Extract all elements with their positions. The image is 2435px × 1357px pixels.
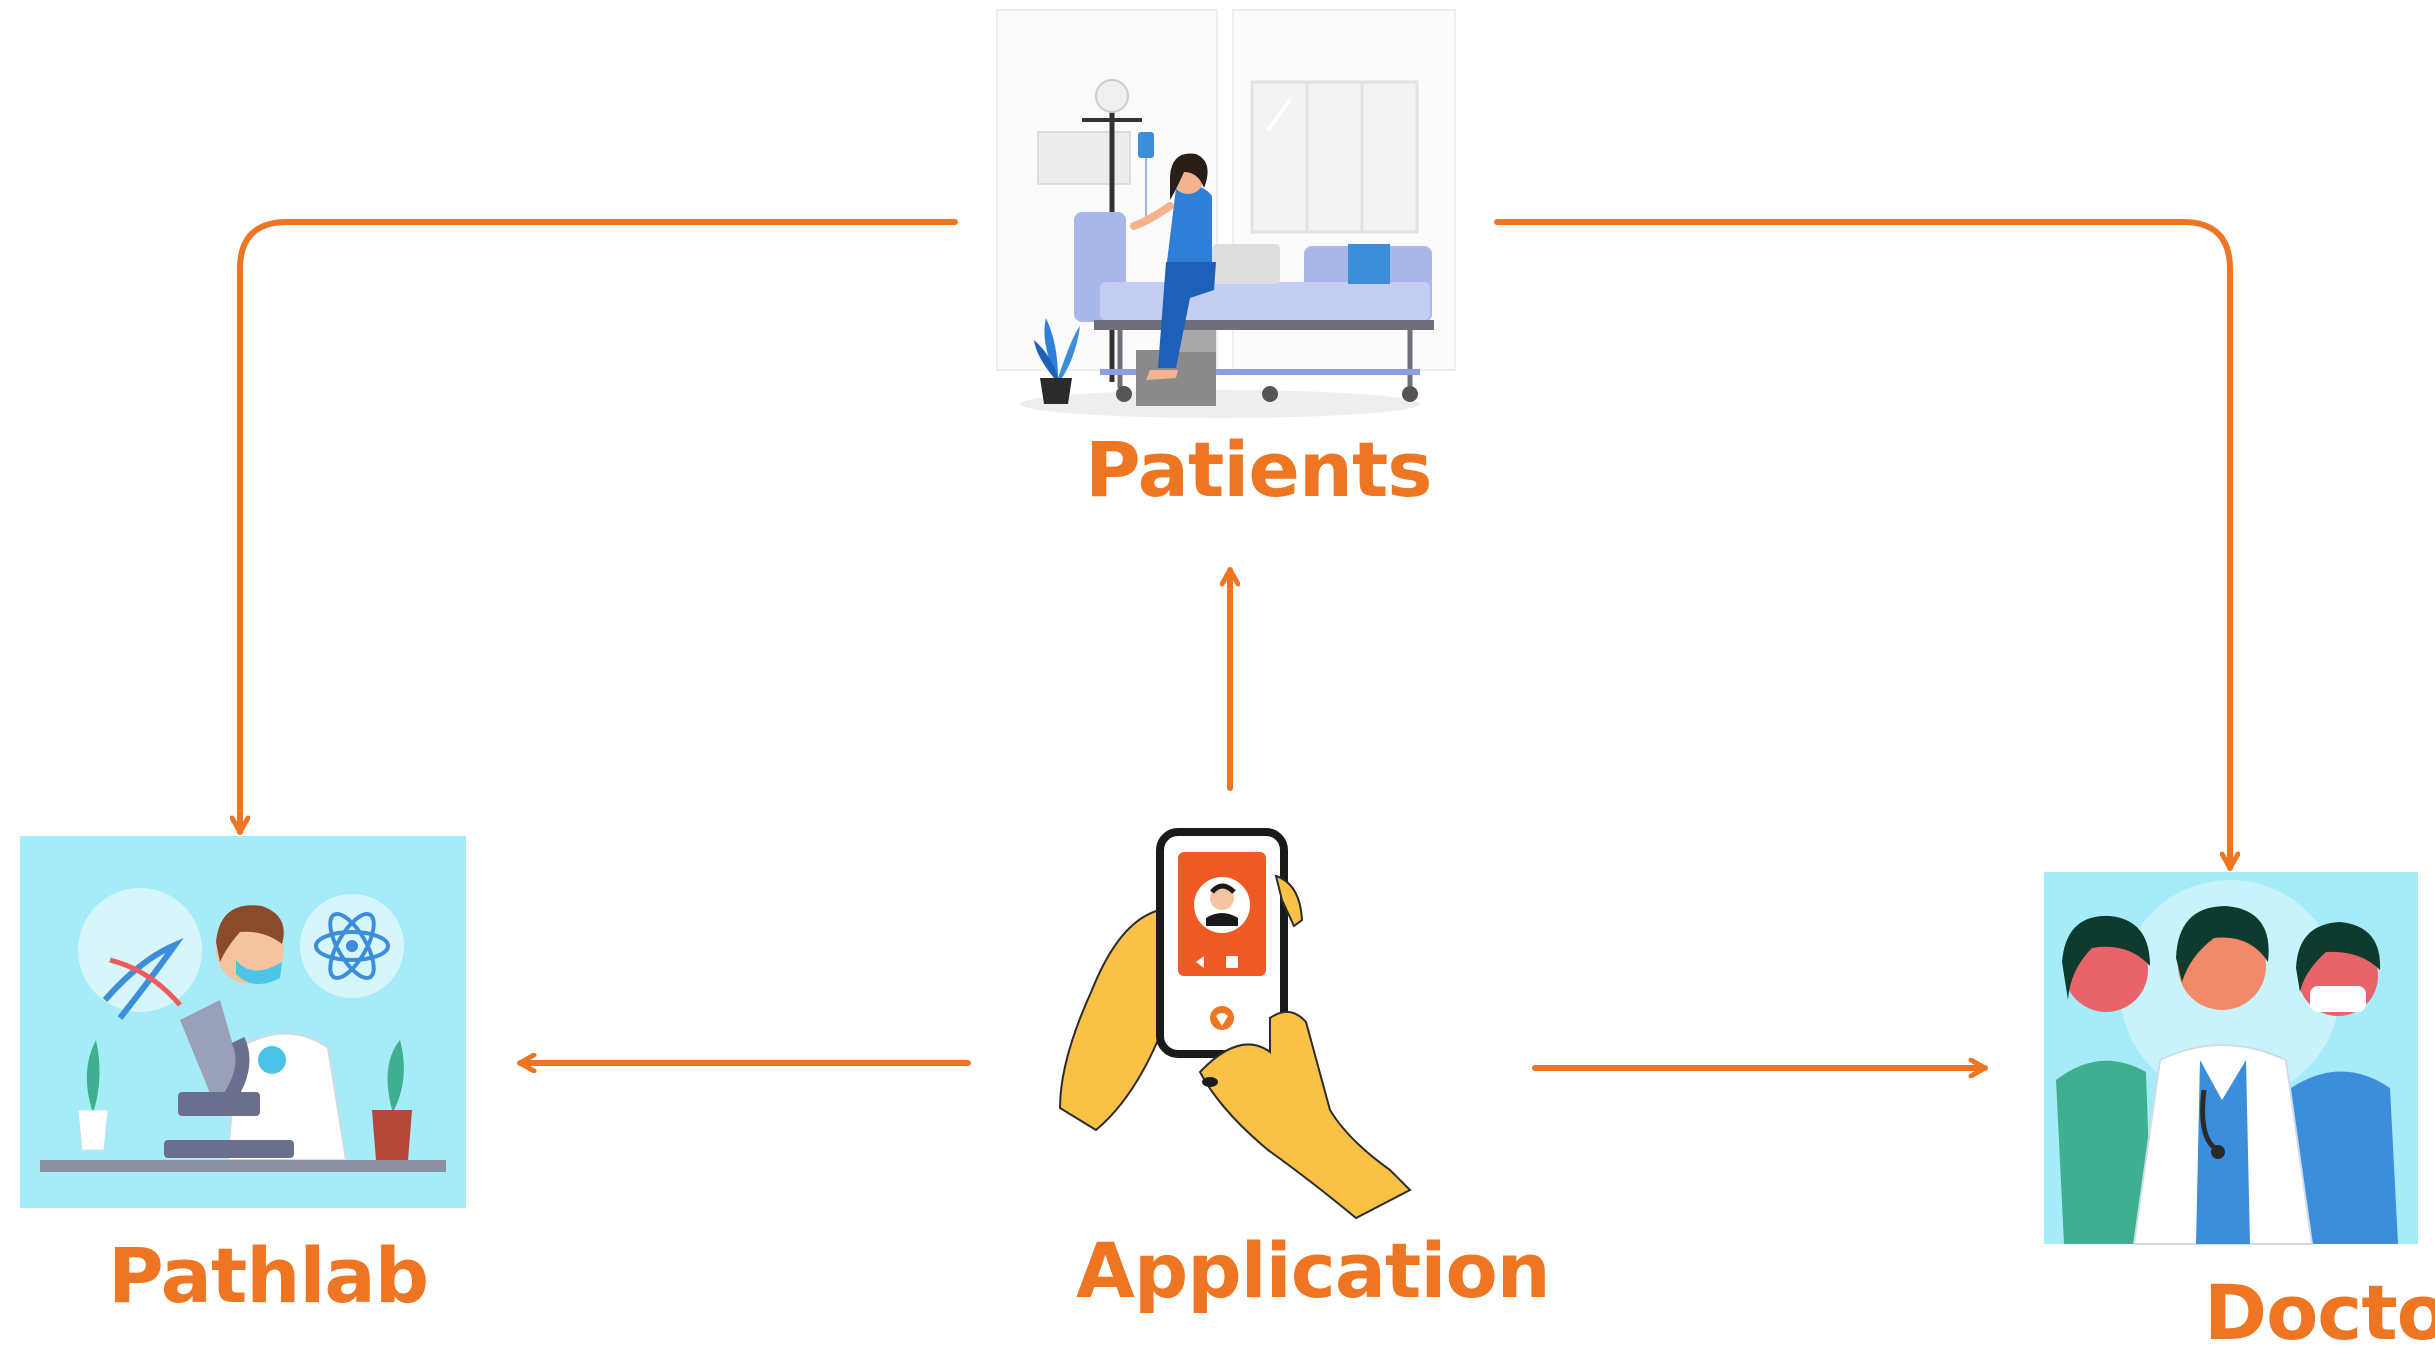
application-label: Application <box>1076 1226 1551 1315</box>
doctor-label: Doctor <box>2204 1268 2435 1357</box>
doctor-illustration <box>2044 872 2418 1245</box>
edge-patients-to-doctor <box>1494 219 2230 871</box>
patients-illustration <box>996 9 1456 418</box>
pathlab-illustration <box>20 836 466 1208</box>
connectors <box>240 219 2230 1068</box>
pathlab-label: Pathlab <box>108 1231 429 1320</box>
patients-label: Patients <box>1085 425 1433 514</box>
edge-patients-to-pathlab <box>240 219 958 835</box>
application-illustration <box>1058 828 1412 1220</box>
